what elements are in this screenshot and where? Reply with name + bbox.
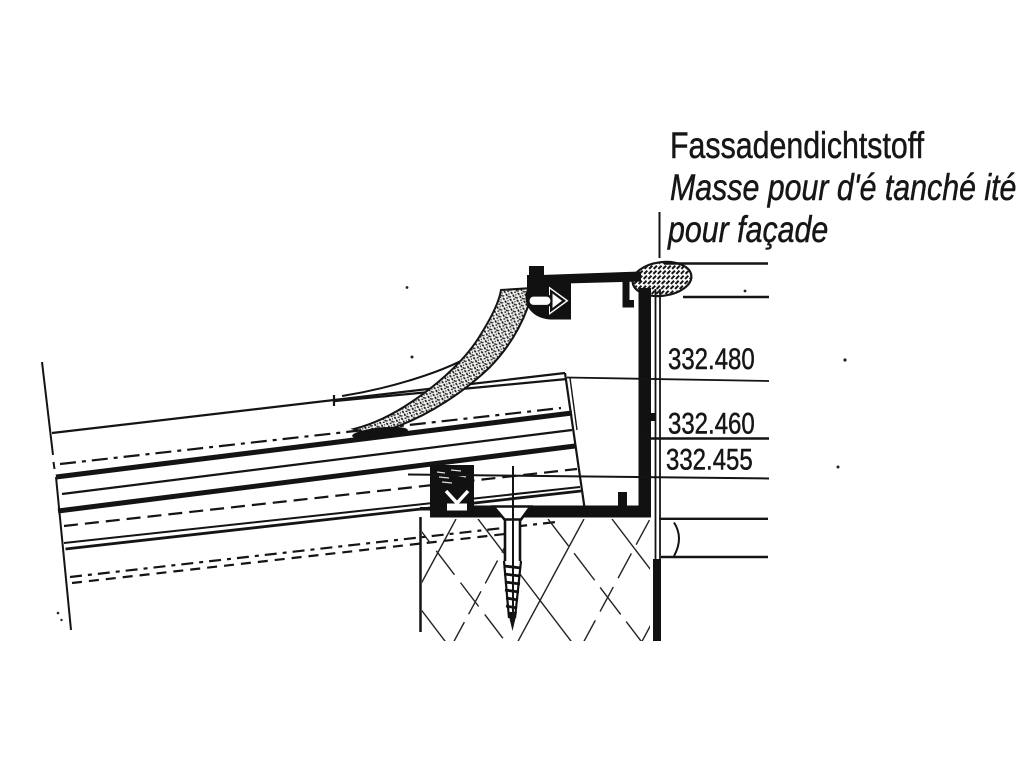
svg-text:332.460: 332.460 <box>668 406 755 440</box>
svg-text:pour façade: pour façade <box>667 209 828 251</box>
svg-text:332.455: 332.455 <box>666 442 753 476</box>
svg-text:Fassadendichtstoff: Fassadendichtstoff <box>670 125 925 167</box>
svg-text:Masse pour d'é tanché ité: Masse pour d'é tanché ité <box>670 167 1016 209</box>
svg-text:332.480: 332.480 <box>668 341 755 375</box>
